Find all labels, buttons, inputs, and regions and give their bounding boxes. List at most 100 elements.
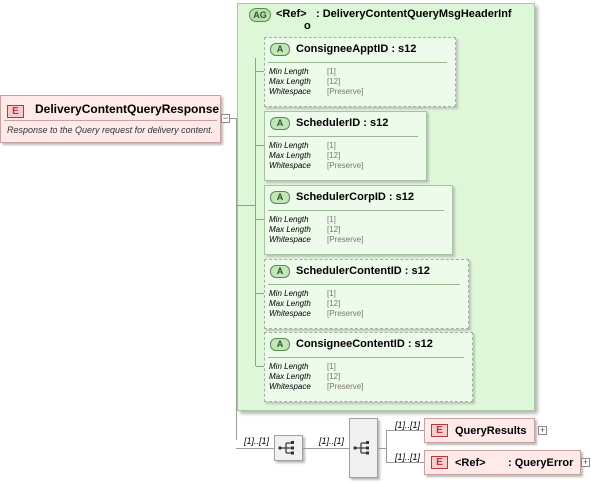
child-expand-icon[interactable]: + xyxy=(581,457,590,467)
connector-line xyxy=(236,205,255,206)
attribute-separator xyxy=(268,284,460,285)
facet-label: Whitespace xyxy=(269,382,311,391)
element-badge-icon: E xyxy=(431,456,448,469)
child-element-box[interactable]: E QueryResults xyxy=(424,418,535,443)
root-documentation: Response to the Query request for delive… xyxy=(7,125,214,135)
facet-label: Whitespace xyxy=(269,87,311,96)
facet-label: Max Length xyxy=(269,225,311,234)
facet-value: [Preserve] xyxy=(327,161,364,170)
facet-value: [12] xyxy=(327,151,341,160)
facet-label: Max Length xyxy=(269,299,311,308)
connector-line xyxy=(386,462,424,463)
facet-label: Max Length xyxy=(269,77,311,86)
connector-line xyxy=(256,145,264,146)
sequence-cardinality: [1]..[1] xyxy=(319,436,345,446)
attribute-group-name-wrap: o xyxy=(304,20,311,32)
attribute-group-ref-label: <Ref> xyxy=(276,8,307,20)
facet-value: [12] xyxy=(327,225,341,234)
element-badge-icon: E xyxy=(7,105,24,118)
facet-value: [Preserve] xyxy=(327,309,364,318)
facet-value: [Preserve] xyxy=(327,382,364,391)
connector-line xyxy=(256,71,264,72)
element-badge-icon: E xyxy=(431,424,448,437)
facet-row: Min Length [1] xyxy=(269,362,336,372)
facet-row: Whitespace [Preserve] xyxy=(269,87,363,97)
facet-row: Whitespace [Preserve] xyxy=(269,382,363,392)
facet-value: [12] xyxy=(327,77,341,86)
connector-line xyxy=(386,430,424,431)
root-collapse-icon[interactable]: − xyxy=(221,113,230,123)
connector-line xyxy=(230,118,236,119)
attribute-name: ConsigneeContentID : s12 xyxy=(296,338,433,350)
facet-label: Max Length xyxy=(269,372,311,381)
facet-row: Whitespace[Preserve] xyxy=(269,235,363,245)
connector-line xyxy=(236,118,237,440)
attribute-badge-icon: A xyxy=(270,43,290,56)
root-element-name: DeliveryContentQueryResponse xyxy=(35,102,220,116)
connector-line xyxy=(256,293,264,294)
root-separator xyxy=(4,120,217,121)
facet-label: Whitespace xyxy=(269,235,311,244)
child-element-name: QueryResults xyxy=(455,425,527,437)
facet-row: Max Length [12] xyxy=(269,77,340,87)
attribute-badge-icon: A xyxy=(270,117,290,130)
root-element-box[interactable]: E DeliveryContentQueryResponse Response … xyxy=(0,95,221,143)
attribute-group-name: : DeliveryContentQueryMsgHeaderInf xyxy=(316,8,512,20)
root-element-header: E DeliveryContentQueryResponse xyxy=(7,101,219,118)
attribute-box[interactable]: A ConsigneeApptID : s12 Min Length [1] Ma… xyxy=(264,37,456,107)
facet-row: Max Length [12] xyxy=(269,151,340,161)
facet-row: Max Length [12] xyxy=(269,299,340,309)
facet-label: Min Length xyxy=(269,215,309,224)
connector-line xyxy=(236,448,274,449)
connector-line xyxy=(256,366,264,367)
connector-line xyxy=(256,219,264,220)
facet-value: [1] xyxy=(327,141,336,150)
facet-label: Min Length xyxy=(269,141,309,150)
attribute-name: SchedulerCorpID : s12 xyxy=(296,191,414,203)
facet-row: Max Length [12] xyxy=(269,225,340,235)
connector-line xyxy=(303,448,349,449)
attribute-separator xyxy=(268,136,418,137)
facet-row: Whitespace [Preserve] xyxy=(269,161,363,171)
attribute-name: SchedulerContentID : s12 xyxy=(296,265,430,277)
facet-row: Max Length [12] xyxy=(269,372,340,382)
facet-row: Min Length[1] xyxy=(269,215,336,225)
attribute-name: SchedulerID : s12 xyxy=(296,117,389,129)
connector-line xyxy=(255,58,256,366)
attribute-badge-icon: A xyxy=(270,265,290,278)
facet-label: Min Length xyxy=(269,67,309,76)
facet-row: Min Length [1] xyxy=(269,67,336,77)
child-element-box[interactable]: E <Ref> : QueryError xyxy=(424,450,581,475)
attribute-group-badge-icon: AG xyxy=(249,8,271,22)
facet-row: Min Length[1] xyxy=(269,289,336,299)
facet-label: Min Length xyxy=(269,362,309,371)
attribute-badge-icon: A xyxy=(270,191,290,204)
facet-value: [12] xyxy=(327,299,341,308)
attribute-box[interactable]: A SchedulerContentID : s12 Min Length[1]… xyxy=(264,259,469,329)
sequence-icon xyxy=(353,441,369,455)
facet-value: [Preserve] xyxy=(327,87,364,96)
connector-line xyxy=(378,448,386,449)
facet-label: Whitespace xyxy=(269,161,311,170)
attribute-badge-icon: A xyxy=(270,338,290,351)
attribute-separator xyxy=(268,357,464,358)
attribute-box[interactable]: A SchedulerID : s12 Min Length [1] Max Le… xyxy=(264,111,427,181)
attribute-name: ConsigneeApptID : s12 xyxy=(296,43,417,55)
facet-value: [1] xyxy=(327,67,336,76)
facet-label: Max Length xyxy=(269,151,311,160)
child-cardinality: [1]..[1] xyxy=(395,420,421,430)
connector-line xyxy=(386,430,387,462)
facet-label: Whitespace xyxy=(269,309,311,318)
attribute-box[interactable]: A SchedulerCorpID : s12 Min Length[1] Ma… xyxy=(264,185,453,255)
facet-row: Min Length [1] xyxy=(269,141,336,151)
facet-label: Min Length xyxy=(269,289,309,298)
facet-value: [1] xyxy=(327,362,336,371)
attribute-box[interactable]: A ConsigneeContentID : s12 Min Length [1]… xyxy=(264,332,473,402)
facet-value: [12] xyxy=(327,372,341,381)
child-cardinality: [1]..[1] xyxy=(395,452,421,462)
child-expand-icon[interactable]: + xyxy=(538,425,547,435)
sequence-compositor[interactable] xyxy=(274,435,303,461)
sequence-cardinality: [1]..[1] xyxy=(244,436,270,446)
sequence-icon xyxy=(278,441,294,455)
sequence-compositor[interactable] xyxy=(349,418,378,478)
